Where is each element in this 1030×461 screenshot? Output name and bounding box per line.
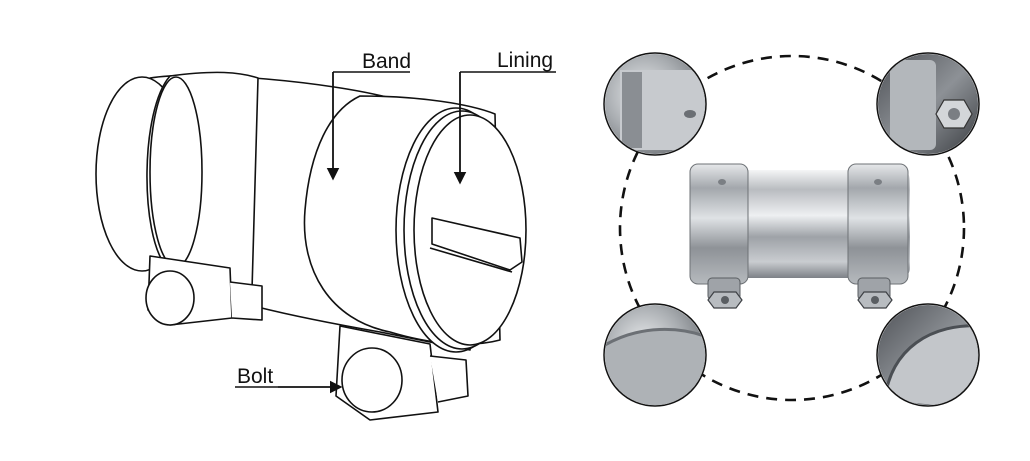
zoom-bottom-left — [603, 303, 707, 407]
right-bolt-head — [341, 347, 403, 413]
zoom-bottom-right — [876, 303, 980, 407]
line-drawing — [95, 71, 527, 421]
left-band-edge — [149, 76, 203, 268]
lining-slot — [431, 217, 523, 271]
photo-panel — [603, 52, 980, 407]
callouts: Band Lining Bolt — [235, 49, 556, 394]
dashed-circle — [618, 54, 966, 402]
lining-label: Lining — [497, 49, 553, 72]
band-label: Band — [362, 50, 411, 73]
bolt-label: Bolt — [237, 365, 273, 388]
zoom-top-left — [603, 52, 707, 156]
zoom-top-right — [876, 52, 980, 156]
left-bolt-head — [145, 270, 195, 326]
clamp-photo — [689, 163, 910, 309]
